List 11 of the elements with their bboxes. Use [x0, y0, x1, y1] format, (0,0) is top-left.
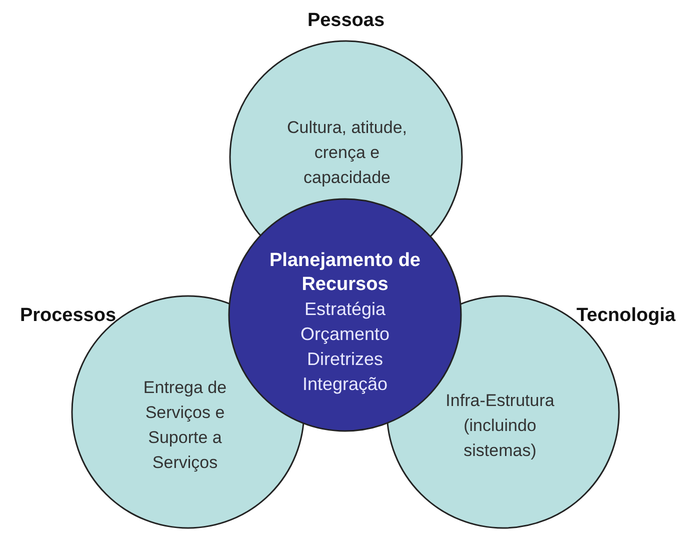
- circle-heading: Tecnologia: [576, 305, 676, 327]
- list-item: Estratégia: [304, 298, 386, 321]
- list-item: Integração: [302, 373, 388, 396]
- list-item: Orçamento: [300, 323, 390, 346]
- list-item: Diretrizes: [306, 348, 383, 371]
- circle-text: Infra-Estrutura (incluindo sistemas): [444, 390, 556, 462]
- circle-heading: Processos: [20, 305, 116, 327]
- circle-heading: Planejamento de Recursos: [268, 249, 422, 297]
- circle-heading: Pessoas: [307, 10, 385, 32]
- circle-text: Entrega de Serviços e Suporte a Serviços: [142, 377, 228, 474]
- circle-text: Cultura, atitude, crença e capacidade: [286, 117, 408, 189]
